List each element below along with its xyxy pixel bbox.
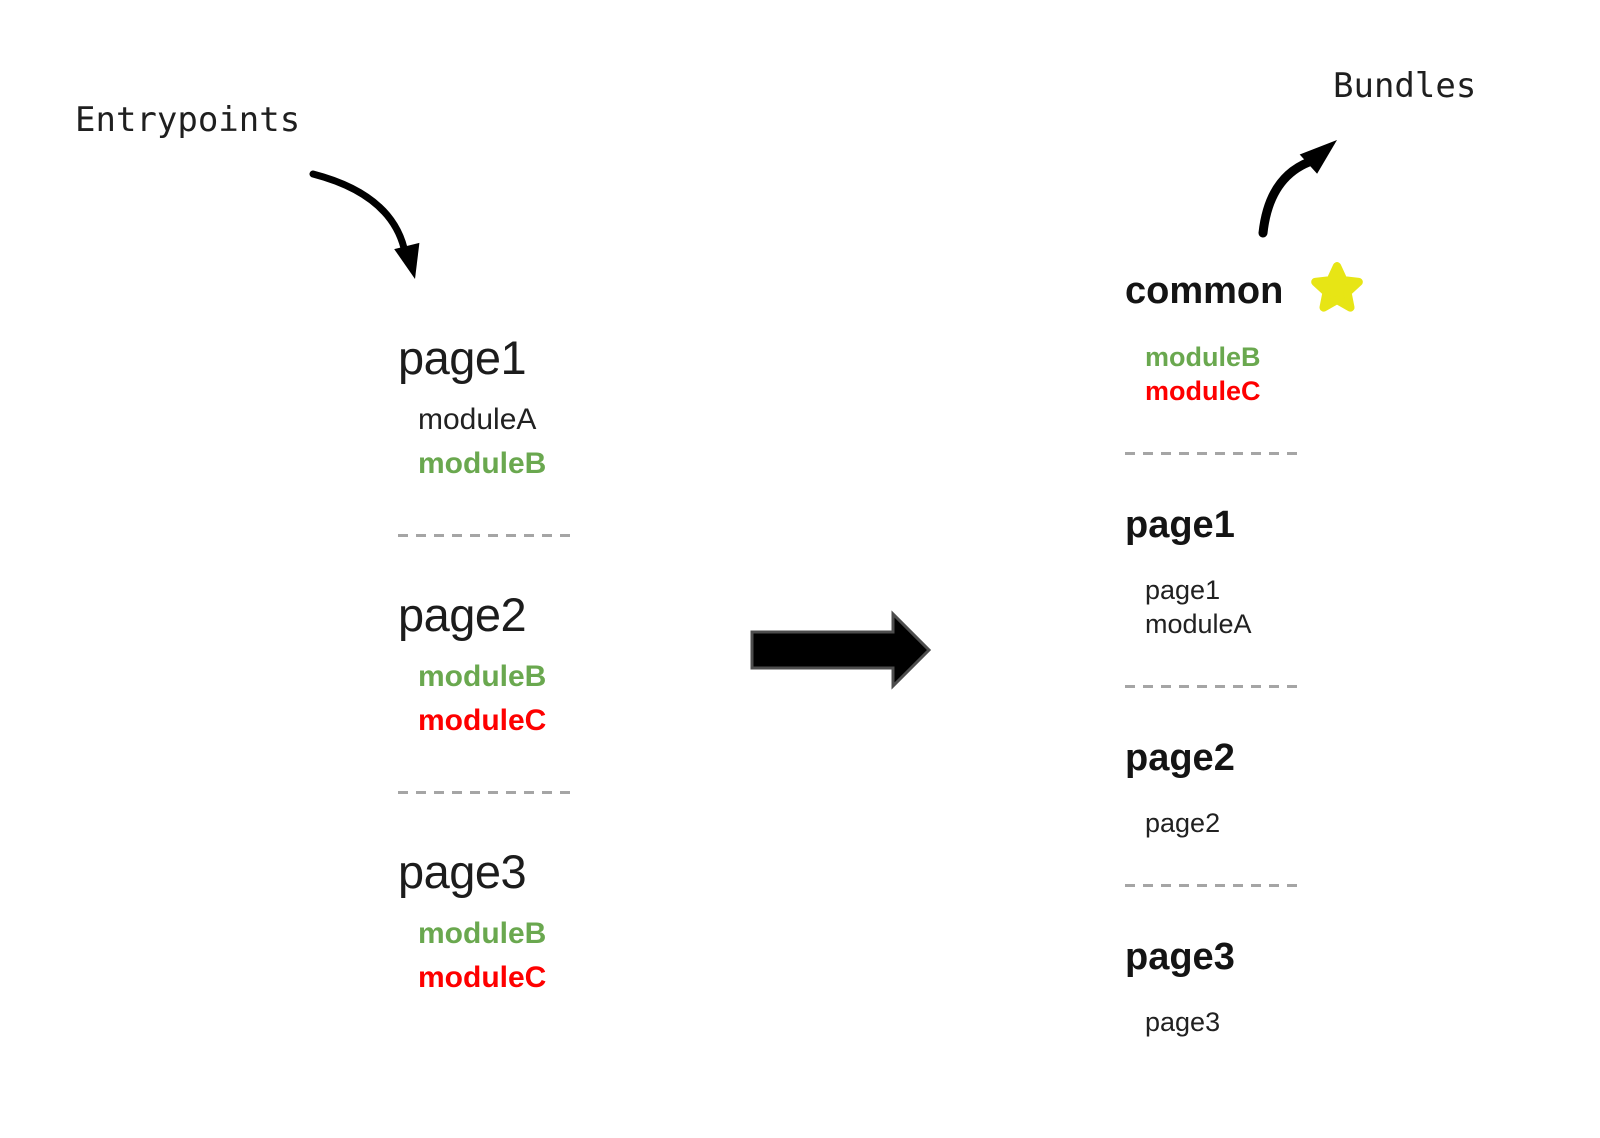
group-title-row: page1 <box>398 330 678 386</box>
module-list: moduleB moduleC <box>1145 340 1405 408</box>
module-list: moduleA moduleB <box>418 398 678 486</box>
group-title-row: page1 <box>1125 501 1405 549</box>
module-label-page1: page1 <box>1145 575 1221 605</box>
transform-arrow-icon <box>750 610 932 690</box>
group-title-row: common <box>1125 262 1405 316</box>
entrypoint-group-page3: page3 moduleB moduleC <box>398 844 678 1000</box>
module-label-page3: page3 <box>1145 1007 1221 1037</box>
curved-arrow-entrypoints-icon <box>309 170 420 279</box>
module-list: moduleB moduleC <box>418 912 678 1000</box>
bundle-group-page1: page1 page1 moduleA <box>1125 501 1405 641</box>
module-label-moduleB: moduleB <box>418 917 547 950</box>
bundle-group-page2: page2 page2 <box>1125 734 1405 840</box>
module-list: page2 <box>1145 806 1405 840</box>
dashed-divider <box>1125 685 1300 688</box>
module-label-moduleC: moduleC <box>418 961 547 994</box>
bundle-group-page3: page3 page3 <box>1125 933 1405 1039</box>
module-list: moduleB moduleC <box>418 655 678 743</box>
entrypoint-group-page1: page1 moduleA moduleB <box>398 330 678 486</box>
dashed-divider <box>1125 884 1300 887</box>
group-title-row: page3 <box>1125 933 1405 981</box>
star-icon <box>1311 262 1364 312</box>
dashed-divider <box>398 534 578 537</box>
bundles-label: Bundles <box>1333 66 1477 106</box>
module-label-page2: page2 <box>1145 808 1221 838</box>
entrypoint-group-title-page2: page2 <box>398 588 527 641</box>
module-list: page1 moduleA <box>1145 573 1405 641</box>
module-label-moduleC: moduleC <box>1145 376 1261 406</box>
bundle-group-title-page2: page2 <box>1125 737 1235 779</box>
dashed-divider <box>398 791 578 794</box>
entrypoint-group-title-page1: page1 <box>398 331 527 384</box>
module-label-moduleB: moduleB <box>418 447 547 480</box>
module-label-moduleB: moduleB <box>1145 342 1261 372</box>
curved-arrow-bundles-icon <box>1258 140 1337 238</box>
module-label-moduleC: moduleC <box>418 704 547 737</box>
bundle-group-title-page3: page3 <box>1125 936 1235 978</box>
module-label-moduleA: moduleA <box>418 403 537 436</box>
entrypoints-label: Entrypoints <box>75 100 301 140</box>
bundles-column: common moduleB moduleC page1 page1 moduleA… <box>1125 262 1405 1039</box>
group-title-row: page2 <box>1125 734 1405 782</box>
module-list: page3 <box>1145 1005 1405 1039</box>
module-label-moduleA: moduleA <box>1145 609 1252 639</box>
entrypoint-group-page2: page2 moduleB moduleC <box>398 587 678 743</box>
bundle-group-title-common: common <box>1125 270 1284 312</box>
dashed-divider <box>1125 452 1300 455</box>
bundle-group-title-page1: page1 <box>1125 504 1235 546</box>
group-title-row: page3 <box>398 844 678 900</box>
module-label-moduleB: moduleB <box>418 660 547 693</box>
entrypoint-group-title-page3: page3 <box>398 845 527 898</box>
bundle-group-common: common moduleB moduleC <box>1125 262 1405 408</box>
group-title-row: page2 <box>398 587 678 643</box>
